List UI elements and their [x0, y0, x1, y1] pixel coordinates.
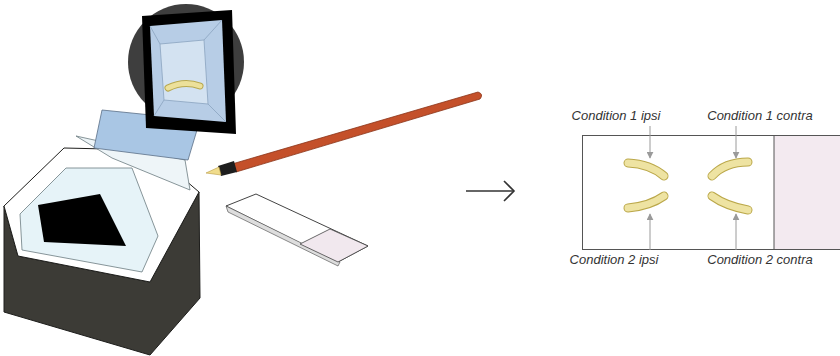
condition-label: Condition 1 contra	[707, 108, 813, 124]
leader-arrows	[650, 126, 736, 250]
process-arrow	[466, 181, 514, 201]
slide-top-view	[583, 135, 840, 250]
glass-slide	[226, 194, 368, 266]
condition-label: Condition 2 ipsi	[570, 252, 659, 268]
magnifier-view	[128, 4, 244, 134]
condition-label: Condition 1 ipsi	[572, 108, 661, 124]
paintbrush	[206, 92, 482, 176]
nerve-segments	[628, 162, 748, 210]
condition-label: Condition 2 contra	[707, 252, 813, 268]
